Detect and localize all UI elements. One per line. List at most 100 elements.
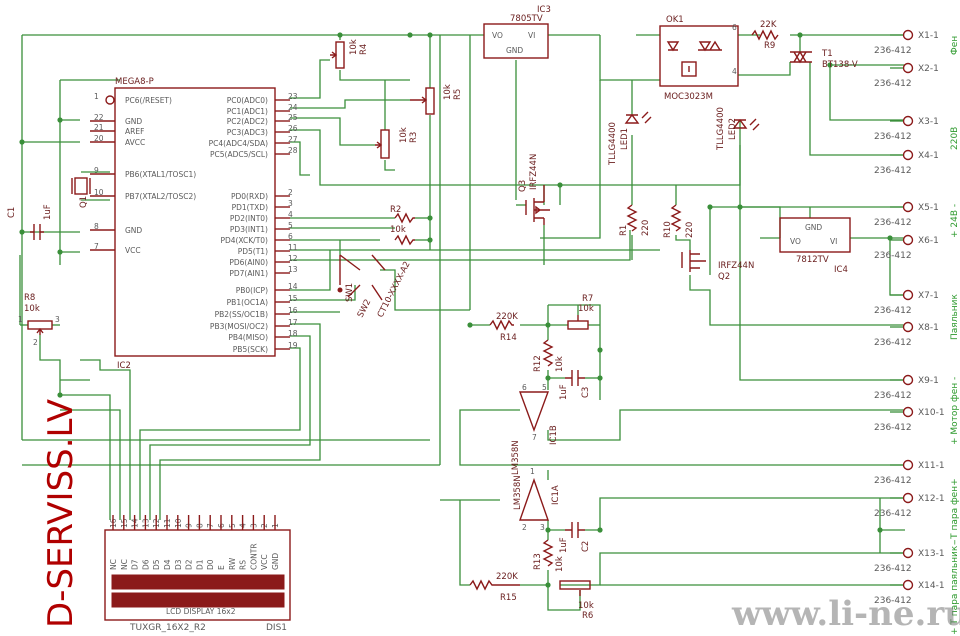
svg-text:220K: 220K [496,572,518,582]
svg-text:SW1: SW1 [345,283,355,302]
mcu-pin-number: 4 [288,210,293,219]
svg-text:R1: R1 [619,225,629,236]
svg-text:C3: C3 [581,387,591,398]
svg-text:R4: R4 [359,44,369,55]
side-label-fen: Фен [950,36,960,55]
potentiometer-r5: R5 10k [410,84,463,115]
mcu-pin-number: 17 [288,318,298,327]
resistor-r1: R1 220 [619,204,651,236]
mcu-pin-label: PC6(/RESET) [125,96,172,105]
svg-text:R15: R15 [500,593,517,603]
terminal-part: 236-412 [874,251,912,261]
mcu-pin-label: PB7(XTAL2/TOSC2) [125,192,196,201]
svg-text:LM358N: LM358N [513,475,523,510]
mcu-pin-label: PC0(ADC0) [227,96,268,105]
lcd-pin-label: RW [228,557,237,570]
mcu-pin-number: 7 [94,242,99,251]
svg-text:VI: VI [528,31,535,40]
terminal-part: 236-412 [874,509,912,519]
terminal-label: X5-1 [918,203,939,213]
svg-text:DIS1: DIS1 [266,623,287,633]
switch-sw1[interactable]: SW1 [337,254,361,302]
lcd-pin-label: CONTR [249,543,258,570]
terminal-label: X6-1 [918,236,939,246]
svg-text:1: 1 [18,315,23,324]
optocoupler-ok1: OK1 MOC3023M 6 4 [659,15,739,102]
lcd-pin-label: GND [271,553,280,570]
mcu-pin-number: 2 [288,188,293,197]
side-label-motor-fen: + Мотор фен - [950,377,960,445]
terminal-label: X10-1 [918,408,945,418]
lcd-pin-label: D2 [185,559,194,570]
svg-text:10k: 10k [349,39,359,55]
resistor-r14: 220K R14 [489,312,518,343]
watermark: www.li-ne.ru [731,594,960,634]
mcu-pin-label: PB0(ICP) [236,286,268,295]
terminal-label: X3-1 [918,117,939,127]
mcu-pin-label: PD4(XCK/T0) [220,236,268,245]
mcu-pin-number: 19 [288,341,298,350]
terminal-label: X7-1 [918,291,939,301]
mcu-pin-label: PC4(ADC4/SDA) [209,139,268,148]
potentiometer-r4: R4 10k [330,39,369,69]
terminal-part: 236-412 [874,338,912,348]
terminal-x6-1[interactable]: X6-1 236-412 [874,234,939,262]
terminal-part: 236-412 [874,46,912,56]
terminal-label: X8-1 [918,323,939,333]
crystal-q1: Q1 [71,171,110,208]
svg-text:IC2: IC2 [117,361,131,371]
mcu-pin-label: PC2(ADC2) [227,117,268,126]
mcu-pin-label: PB2(SS/OC1B) [215,310,268,319]
mcu-pin-number: 25 [288,113,298,122]
svg-text:6: 6 [522,383,527,392]
led2: TLLG4400 LED2 [716,107,760,151]
svg-text:IRFZ44N: IRFZ44N [529,154,539,190]
svg-text:Q2: Q2 [718,272,730,282]
svg-text:IRFZ44N: IRFZ44N [718,261,754,271]
svg-text:2: 2 [33,338,38,347]
svg-text:4: 4 [732,67,737,76]
svg-text:3: 3 [540,523,545,532]
svg-text:R9: R9 [764,41,775,51]
mcu-pin-number: 6 [288,232,293,241]
mcu-pin-number: 3 [288,199,293,208]
svg-text:R13: R13 [533,553,543,570]
mcu-pin-number: 13 [288,265,298,274]
terminal-part: 236-412 [874,596,912,606]
lcd-pin-label: E [217,565,226,570]
svg-text:10k: 10k [399,127,409,143]
svg-text:7805TV: 7805TV [510,14,543,24]
svg-text:LCD DISPLAY 16x2: LCD DISPLAY 16x2 [166,607,236,616]
lcd-pin-label: D4 [163,559,172,570]
svg-text:LM358N: LM358N [511,440,521,475]
lcd-pin-label: D3 [174,559,183,570]
capacitor-c2: C2 1uF [559,522,591,553]
side-label-payalnik: Паяльник [950,294,960,340]
svg-text:10k: 10k [555,556,565,572]
mcu-pin-number: 23 [288,92,298,101]
svg-text:Q1: Q1 [79,196,89,208]
svg-text:22K: 22K [760,20,777,30]
lcd-pin-label: VCC [260,554,269,570]
mcu-pin-number: 24 [288,103,298,112]
svg-text:R7: R7 [582,294,593,304]
lcd-pin-label: D0 [206,559,215,570]
svg-text:IC1A: IC1A [551,485,561,505]
terminal-x8-1[interactable]: X8-1 236-412 [874,321,939,349]
terminal-blocks: X1-1236-412X2-1236-412X3-1236-412X4-1236… [874,29,945,607]
mcu-pin-number: 5 [288,221,293,230]
svg-text:SW2: SW2 [356,298,374,320]
